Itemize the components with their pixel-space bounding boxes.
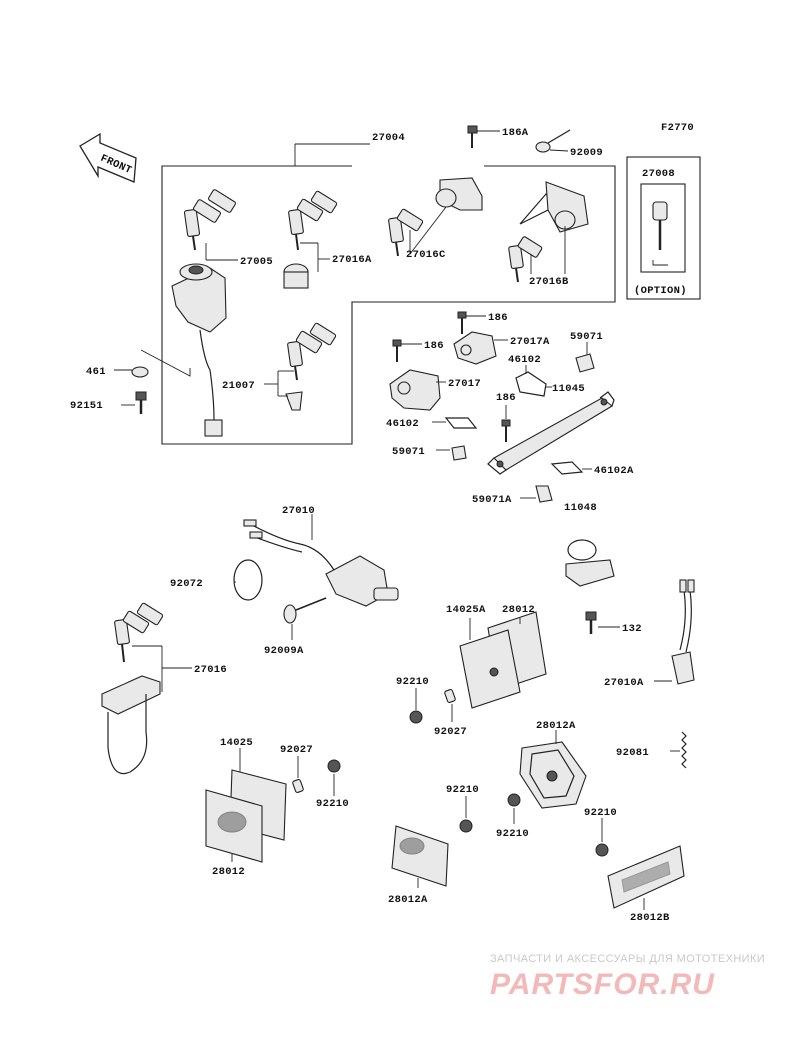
label-27008: 27008 [642,168,675,180]
long-bracket-11045-icon [487,391,615,475]
nut-92210-d-icon [507,793,521,824]
washer-461-icon [114,349,191,378]
bracket-132-icon [565,539,620,634]
retainer-46102-b-icon [432,417,478,429]
spacer-92027-a-icon [444,689,456,722]
label-28012a-lower: 28012A [388,894,428,906]
label-92151: 92151 [70,400,103,412]
spring-92081-icon [670,731,687,769]
spacer-92027-b-icon [292,756,304,793]
nut-92210-b-icon [327,759,341,796]
label-92009a: 92009A [264,645,304,657]
key-blank-92009-icon [535,129,571,153]
label-461: 461 [86,366,106,378]
label-92027-a: 92027 [434,726,467,738]
switch-27010-icon [243,514,399,607]
diagram-id: F2770 [661,122,694,134]
label-28012-b: 28012 [212,866,245,878]
label-186a: 186A [502,127,529,139]
label-92009: 92009 [570,147,603,159]
label-132: 132 [622,623,642,635]
label-option: (OPTION) [634,285,687,297]
reflector-28012a-lower-icon [391,825,449,888]
option-key-box [626,156,701,300]
label-11048: 11048 [564,502,597,514]
label-27004: 27004 [372,132,405,144]
label-28012a-upper: 28012A [536,720,576,732]
label-27017a: 27017A [510,336,550,348]
label-27010: 27010 [282,505,315,517]
label-27016b: 27016B [529,276,569,288]
retainer-46102-a-icon [515,365,552,397]
label-27010a: 27010A [604,677,644,689]
reflector-28012a-upper-icon [519,730,587,809]
band-92072-icon [233,559,263,601]
label-14025: 14025 [220,737,253,749]
label-46102-a: 46102 [508,354,541,366]
watermark-logo: PARTSFOR.RU [490,968,715,1001]
label-186-a: 186 [488,312,508,324]
nut-92210-c-icon [459,796,473,833]
label-92027-b: 92027 [280,744,313,756]
watermark-caption: ЗАПЧАСТИ И АКСЕССУАРЫ ДЛЯ МОТОТЕХНИКИ [490,953,765,965]
label-92210-b: 92210 [316,798,349,810]
label-186-b: 186 [424,340,444,352]
label-59071a-upper: 59071A [472,494,512,506]
bolt-186a-icon [467,125,500,148]
label-92210-a: 92210 [396,676,429,688]
nut-92210-a-icon [409,688,423,724]
label-92210-e: 92210 [584,807,617,819]
lock-27016-icon [101,602,192,775]
label-59071-b: 59071 [392,446,425,458]
bracket-27017a-icon [453,311,508,365]
clip-59071a-icon [520,485,553,503]
bracket-27017-icon [389,339,446,411]
front-arrow-icon: FRONT [79,132,137,183]
bolt-186-c-icon [501,405,511,442]
label-21007: 21007 [222,380,255,392]
lock-27016a-icon [283,190,338,289]
lock-27016c-icon [388,177,483,257]
lock-27016b-icon [508,181,589,283]
reflector-28012-b-icon [205,748,287,863]
switch-27010a-icon [654,579,695,685]
label-92081: 92081 [616,747,649,759]
ignition-set-frame [161,143,616,445]
label-59071-a: 59071 [570,331,603,343]
label-27016: 27016 [194,664,227,676]
label-27005: 27005 [240,256,273,268]
lock-21007-icon [264,322,337,411]
bolt-92151-icon [121,391,147,414]
label-27016a: 27016A [332,254,372,266]
label-186-c: 186 [496,392,516,404]
label-92210-c: 92210 [446,784,479,796]
screw-92009a-icon [283,597,327,640]
label-14025a: 14025A [446,604,486,616]
label-46102a-upper: 46102A [594,465,634,477]
nut-92210-e-icon [595,818,609,857]
reflector-28012b-icon [607,845,685,910]
label-92072: 92072 [170,578,203,590]
label-92210-d: 92210 [496,828,529,840]
clip-59071-a-icon [575,342,595,373]
label-27016c: 27016C [406,249,446,261]
label-28012-a: 28012 [502,604,535,616]
clip-59071-b-icon [436,445,467,461]
label-27017: 27017 [448,378,481,390]
label-11045: 11045 [552,383,585,395]
retainer-46102a-icon [550,461,592,475]
ignition-switch-27005-icon [171,189,238,437]
label-28012b-lower: 28012B [630,912,670,924]
label-46102-b: 46102 [386,418,419,430]
reflector-28012-a-icon [459,611,547,709]
